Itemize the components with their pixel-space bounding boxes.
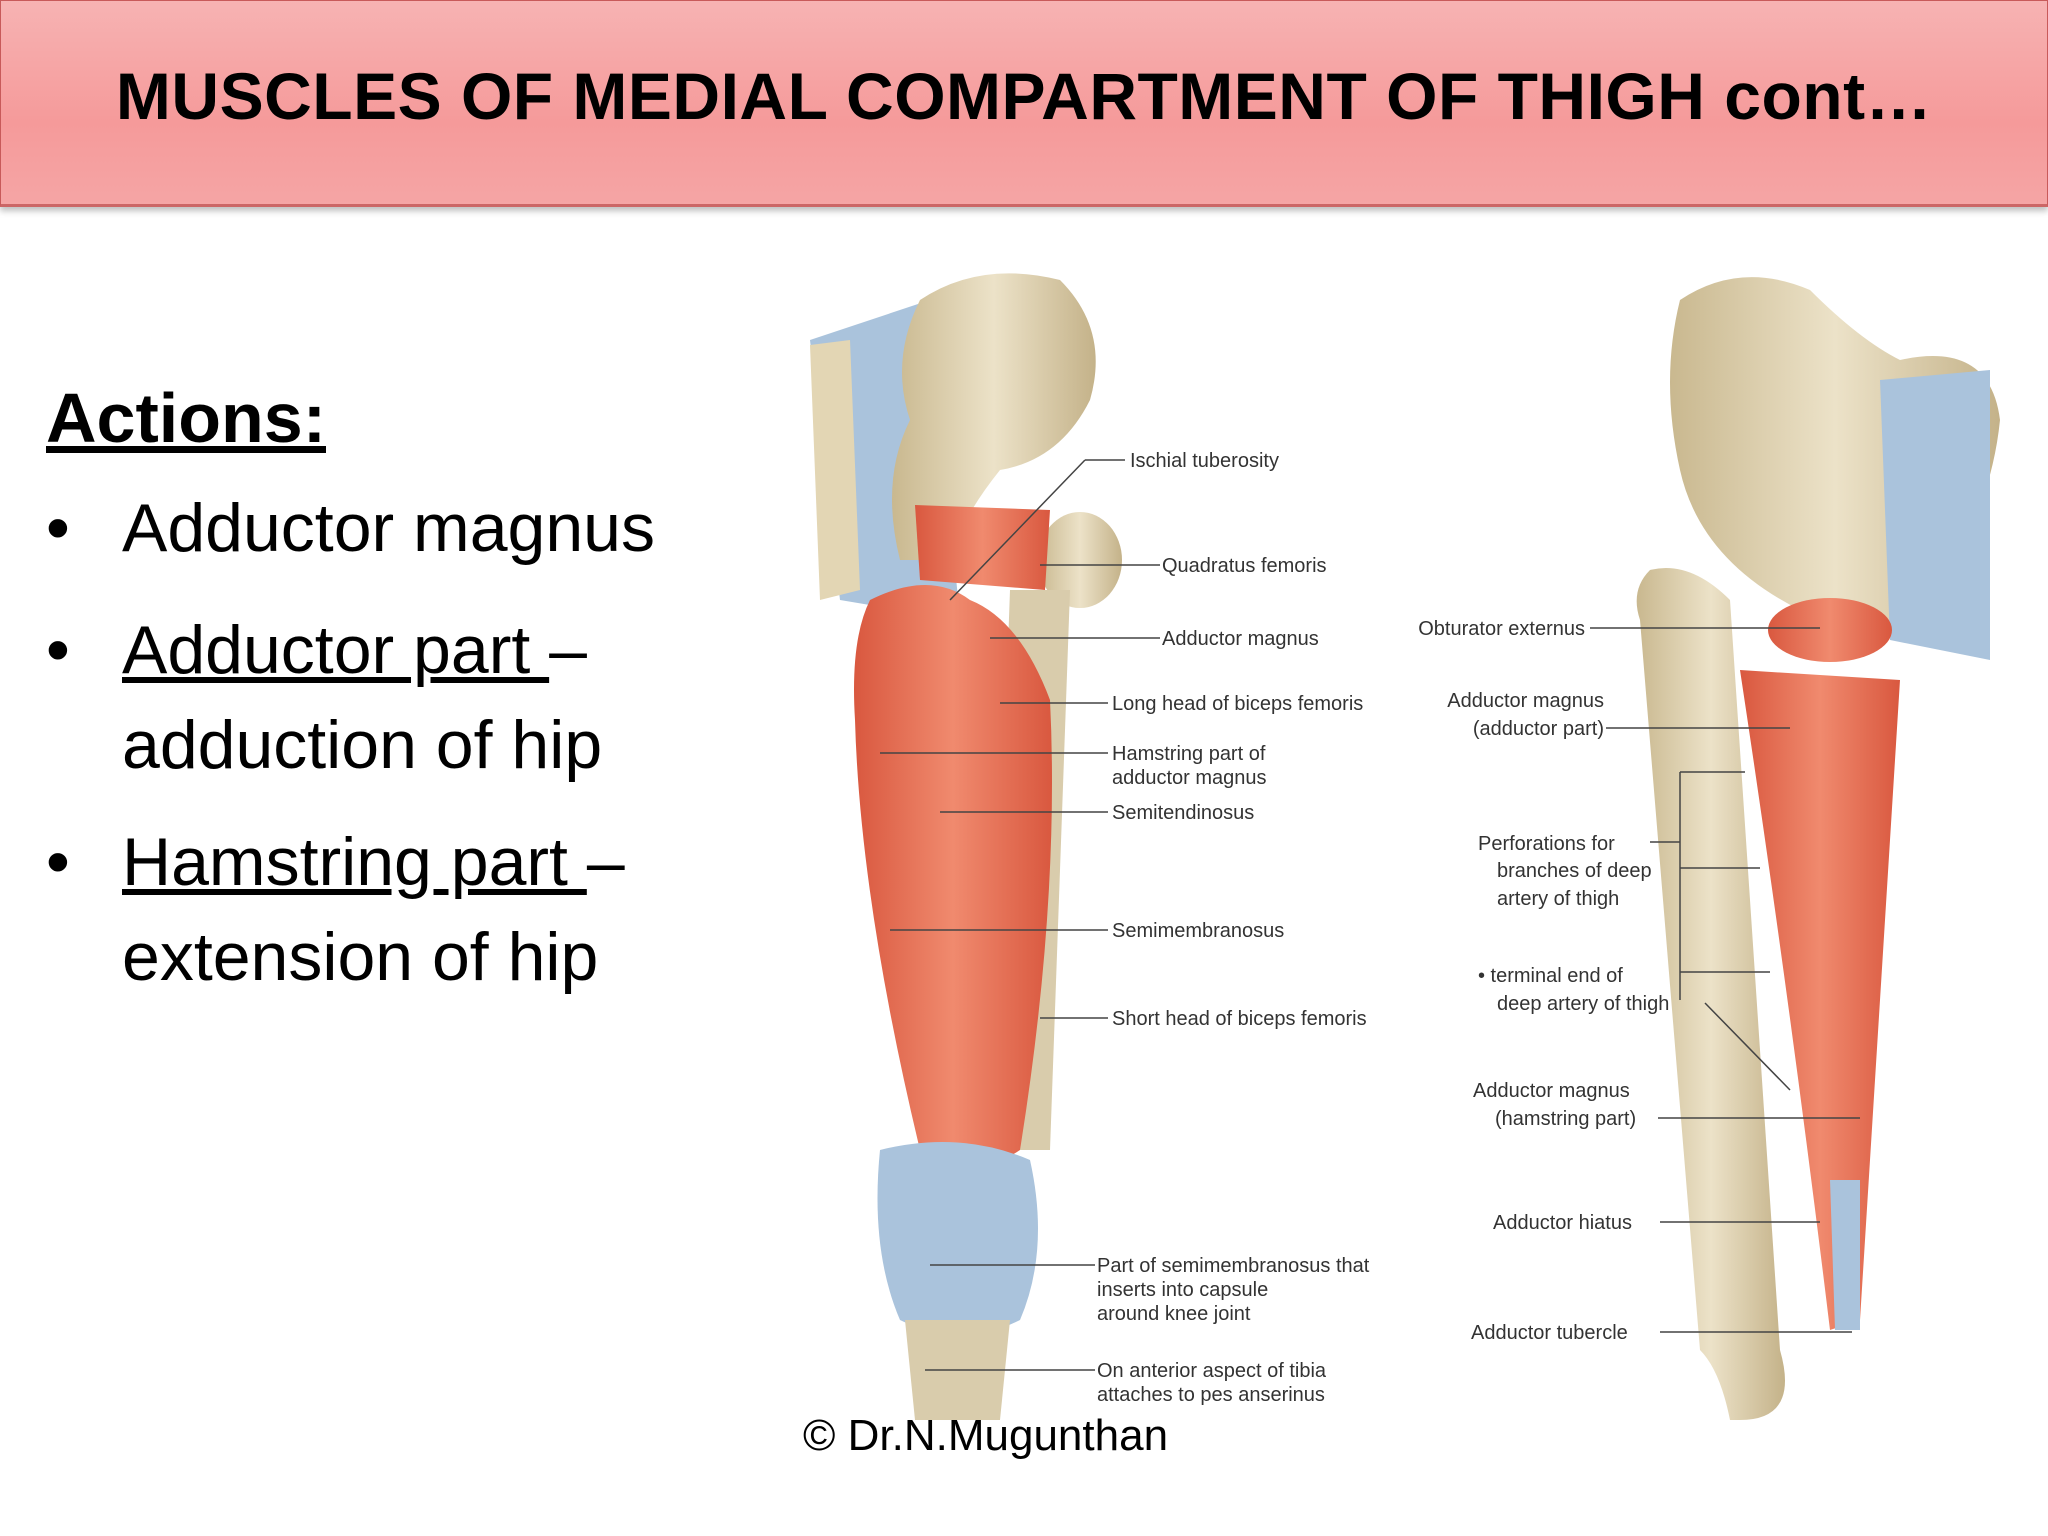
sacrum-right [1880,370,1990,660]
bullet-item-3: •Hamstring part – [46,824,625,900]
adductor-magnus-muscle [1740,670,1900,1330]
label-adductor-magnus-2: Adductor magnus [1473,1080,1630,1102]
label-adductor-magnus: Adductor magnus [1162,628,1319,650]
posterior-thigh-figure [810,273,1122,1420]
knee-capsule [877,1142,1038,1335]
bullet-1-text: Adductor magnus [122,490,655,566]
label-short-head-biceps: Short head of biceps femoris [1112,1008,1367,1030]
label-ischial-tuberosity: Ischial tuberosity [1130,450,1279,472]
slide-title: MUSCLES OF MEDIAL COMPARTMENT OF THIGH c… [115,59,1933,133]
bullet-item-1: •Adductor magnus [46,490,655,566]
hamstring-muscles [854,585,1052,1170]
label-adductor-hiatus: Adductor hiatus [1493,1212,1632,1234]
label-perforations-1: Perforations for [1478,833,1615,855]
bullet-2-dash: – [549,612,587,688]
label-tibia-1: On anterior aspect of tibia [1097,1360,1327,1382]
adductor-tendon [1830,1180,1860,1330]
actions-heading: Actions: [46,379,326,457]
quadratus-femoris-muscle [915,505,1050,590]
label-terminal-end-1: • terminal end of [1478,965,1623,987]
title-bar [0,0,2048,207]
label-hamstring-part-1: Hamstring part of [1112,743,1266,765]
label-adductor-part: (adductor part) [1473,718,1604,740]
label-adductor-tubercle: Adductor tubercle [1471,1322,1628,1344]
anterior-thigh-figure [1636,277,2000,1420]
label-obturator-externus: Obturator externus [1418,618,1585,640]
hip-bone [892,273,1096,560]
left-leader-lines [880,459,1160,1371]
label-semimembranosus-part-2: inserts into capsule [1097,1279,1268,1301]
bullet-3-dash: – [586,824,625,900]
bullet-2-part: Adductor part [122,612,550,688]
label-semimembranosus-part-1: Part of semimembranosus that [1097,1255,1370,1277]
label-quadratus-femoris: Quadratus femoris [1162,555,1327,577]
label-hamstring-part: (hamstring part) [1495,1108,1636,1130]
label-adductor-magnus-1: Adductor magnus [1447,690,1604,712]
label-perforations-2: branches of deep [1497,860,1652,882]
label-semitendinosus: Semitendinosus [1112,802,1254,824]
label-terminal-end-2: deep artery of thigh [1497,993,1669,1015]
sacrum-bone [810,340,860,600]
obturator-externus-muscle [1768,598,1892,662]
copyright-credit: © Dr.N.Mugunthan [803,1411,1169,1460]
bullet-2-continuation: adduction of hip [122,707,603,783]
label-semimembranosus: Semimembranosus [1112,920,1284,942]
label-long-head-biceps: Long head of biceps femoris [1112,693,1363,715]
bullet-3-part: Hamstring part [122,824,587,900]
bullet-item-2: •Adductor part – [46,612,587,688]
label-tibia-2: attaches to pes anserinus [1097,1384,1325,1406]
bullet-3-continuation: extension of hip [122,919,599,995]
right-leader-lines [1590,627,1860,1333]
label-hamstring-part-2: adductor magnus [1112,767,1267,789]
label-semimembranosus-part-3: around knee joint [1097,1303,1251,1325]
label-perforations-3: artery of thigh [1497,888,1619,910]
femur-head [1038,512,1122,608]
femur-right [1636,568,1785,1420]
